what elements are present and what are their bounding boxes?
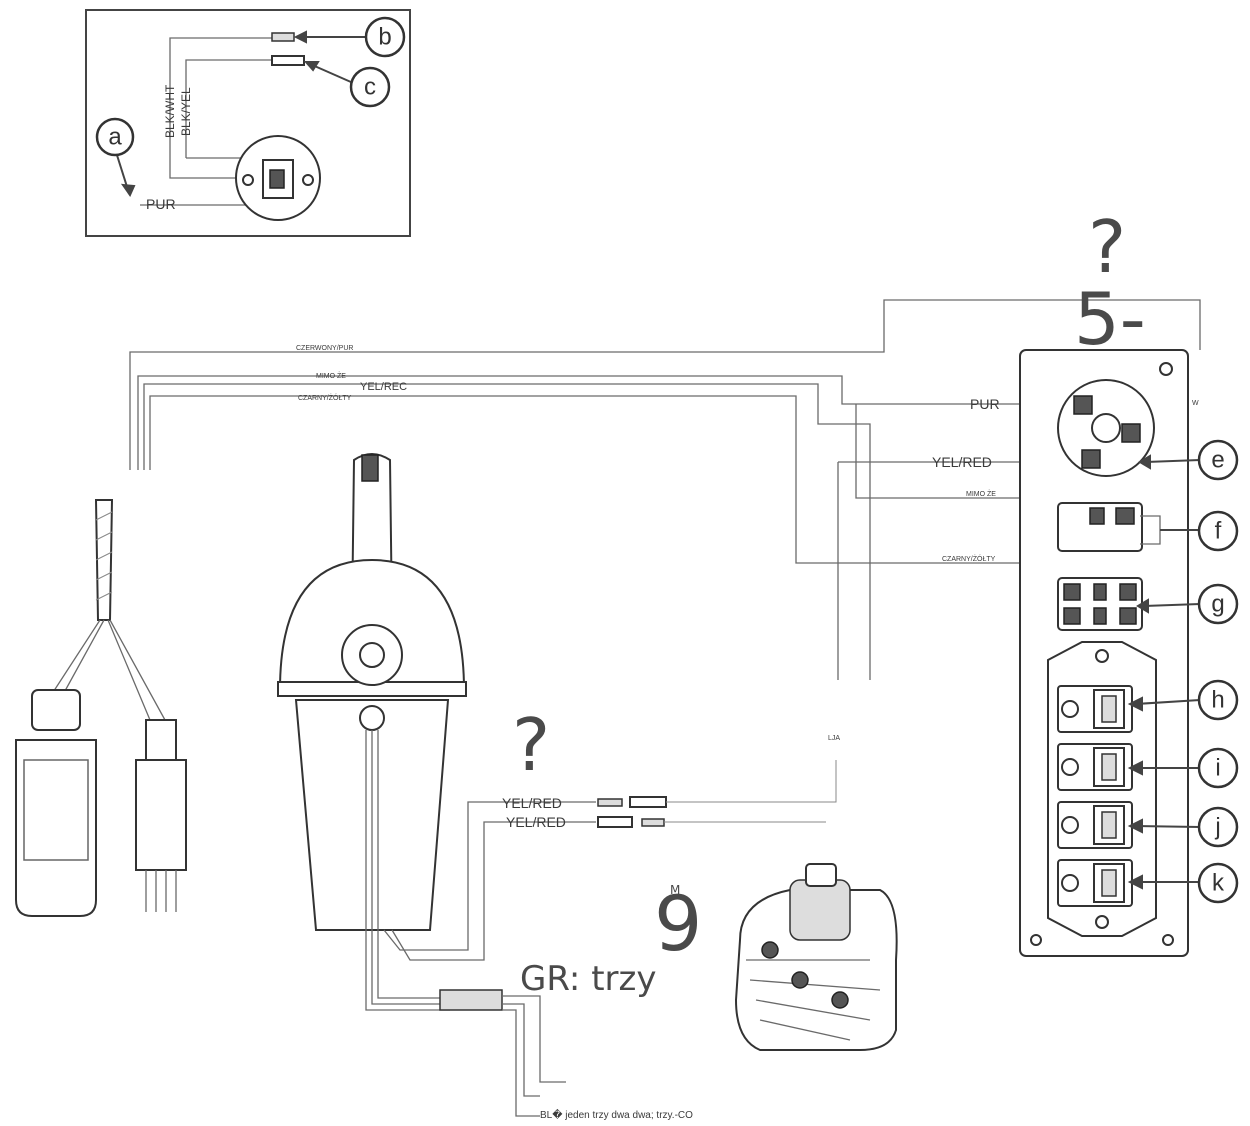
left-plug-assembly xyxy=(15,499,187,917)
control-label-la: LJA xyxy=(828,735,840,742)
harness-label-mimo-ze: MIMO ŻE xyxy=(316,371,346,380)
panel-label-czarny-zolty: CZARNY/ŻÓŁTY xyxy=(942,554,996,563)
callout-h: h xyxy=(1197,679,1239,721)
control-label-yel-red-bottom: YEL/RED xyxy=(506,814,566,830)
overlay-question-mid: ? xyxy=(512,703,550,787)
fuse-h xyxy=(1057,685,1133,733)
panel-label-mimo-ze: MIMO ŻE xyxy=(966,489,996,498)
overlay-gr-trzy: GR: trzy xyxy=(520,959,656,999)
harness-label-czerwony-pur: CZERWONY/PUR xyxy=(296,345,353,352)
callout-e: e xyxy=(1197,439,1239,481)
overlay-five-dash: 5- xyxy=(1074,277,1146,361)
fuse-i xyxy=(1057,743,1133,791)
svg-text:j: j xyxy=(1214,814,1220,841)
inset-label-blk-wht: BLK/WHT xyxy=(163,84,177,138)
inset-box xyxy=(85,9,411,237)
control-lever xyxy=(277,453,837,1117)
svg-text:a: a xyxy=(108,124,122,151)
svg-text:c: c xyxy=(364,74,376,101)
overlay-nine: 9 xyxy=(654,879,702,968)
callout-k: k xyxy=(1197,862,1239,904)
callout-c: c xyxy=(349,66,391,108)
svg-text:i: i xyxy=(1215,755,1220,782)
trim-pump xyxy=(734,863,898,1051)
relay-panel xyxy=(1019,349,1201,957)
control-label-yel-red-top: YEL/RED xyxy=(502,795,562,811)
panel-label-yel-red: YEL/RED xyxy=(932,454,992,470)
overlay-question-top: ? xyxy=(1088,205,1126,289)
svg-text:g: g xyxy=(1211,591,1224,618)
panel-label-pur: PUR xyxy=(970,396,1000,412)
harness-label-yel-rec: YEL/REC xyxy=(360,381,407,393)
inset-label-blk-yel: BLK/YEL xyxy=(179,87,193,136)
fuse-j xyxy=(1057,801,1133,849)
callout-j: j xyxy=(1197,806,1239,848)
panel-label-w: W xyxy=(1192,400,1199,407)
overlay-nine-small: M xyxy=(670,883,680,897)
svg-text:f: f xyxy=(1215,518,1222,545)
control-bottom-note: BL� jeden trzy dwa dwa; trzy.-CO xyxy=(540,1108,693,1121)
callout-a: a xyxy=(95,117,135,157)
inset-label-pur: PUR xyxy=(146,196,176,212)
svg-text:b: b xyxy=(378,24,391,51)
callout-f: f xyxy=(1197,510,1239,552)
callout-b: b xyxy=(364,16,406,58)
svg-text:k: k xyxy=(1212,870,1225,897)
callout-i: i xyxy=(1197,747,1239,789)
svg-text:e: e xyxy=(1211,447,1224,474)
harness-label-czarny-zolty: CZARNY/ŻÓŁTY xyxy=(298,393,352,402)
fuse-k xyxy=(1057,859,1133,907)
callout-g: g xyxy=(1197,583,1239,625)
svg-text:h: h xyxy=(1211,687,1224,714)
